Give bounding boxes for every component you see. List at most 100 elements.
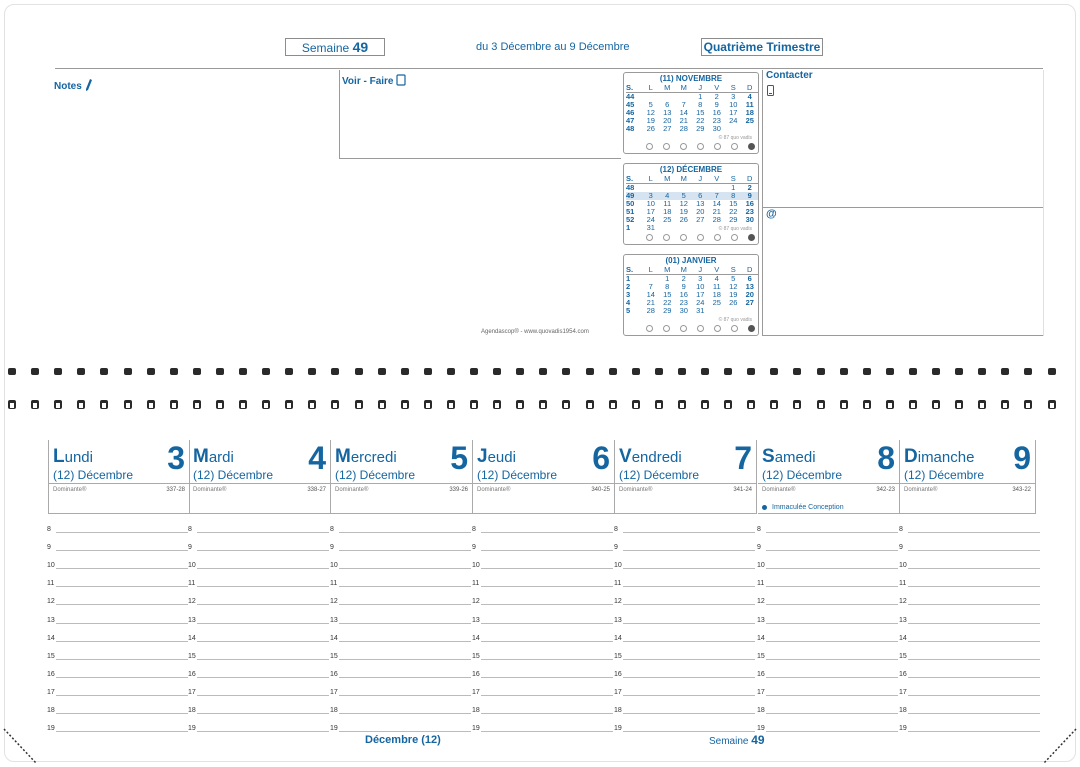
hour-line <box>481 586 613 588</box>
hour-line <box>481 568 613 570</box>
day-name-initial: V <box>619 446 632 467</box>
moon-icon <box>714 143 721 150</box>
hour-label: 19 <box>188 725 196 733</box>
hour-label: 12 <box>330 598 338 606</box>
mini-calendar-cell: 16 <box>679 290 688 299</box>
hour-line <box>56 568 188 570</box>
hour-line <box>766 568 898 570</box>
spiral-ring-top <box>54 368 63 375</box>
day-number: 3 <box>167 440 185 476</box>
moon-icon <box>646 325 653 332</box>
spiral-ring-top <box>562 368 571 375</box>
mini-calendar-head-cell: M <box>675 84 692 93</box>
mini-calendar-cell: 6 <box>665 100 670 109</box>
todo-left-border <box>339 70 340 158</box>
mini-calendar-head-cell: V <box>708 84 725 93</box>
mini-calendar-cell: 28 <box>679 124 688 133</box>
hour-label: 14 <box>188 634 196 642</box>
mini-calendar-head-cell: S <box>725 84 742 93</box>
corner-left <box>3 728 37 764</box>
hour-line <box>197 713 329 714</box>
mini-calendar-cell: 50 <box>626 199 635 208</box>
spiral-hole <box>448 403 453 408</box>
day-dominante: Dominante® <box>53 487 87 493</box>
mini-calendar-cell: 29 <box>729 215 738 224</box>
spiral-hole <box>656 403 661 408</box>
mini-calendar-cell: 15 <box>729 199 738 208</box>
day-code: 341-24 <box>733 487 752 493</box>
mini-calendar-head-cell: S. <box>626 266 643 275</box>
spiral-ring-top <box>770 368 779 375</box>
hour-label: 17 <box>188 688 196 696</box>
mini-calendar-cell: 46 <box>626 108 635 117</box>
spiral-ring-top <box>100 368 109 375</box>
mini-calendar-cell: 10 <box>646 199 655 208</box>
mini-calendar-cell: 13 <box>745 282 754 291</box>
hour-line <box>623 713 755 714</box>
mini-calendar-cell: 9 <box>681 282 686 291</box>
hour-label: 9 <box>188 544 192 552</box>
hour-line <box>908 532 1040 533</box>
spiral-ring-top <box>493 368 502 375</box>
moon-icon <box>714 234 721 241</box>
hour-line <box>908 568 1040 570</box>
day-name: Lundi <box>53 446 93 468</box>
contact-right-border <box>1043 70 1044 336</box>
hour-label: 15 <box>47 652 55 660</box>
contact-bottom-border <box>762 335 1043 336</box>
mini-calendar-cell: 17 <box>696 290 705 299</box>
hour-label: 16 <box>47 670 55 678</box>
hour-label: 8 <box>330 526 334 533</box>
spiral-hole <box>287 403 292 408</box>
hour-line <box>339 694 471 696</box>
hour-line <box>56 713 188 714</box>
hour-line <box>197 622 329 624</box>
mini-calendar-head-cell: S <box>725 175 742 184</box>
moon-icon <box>731 325 738 332</box>
spiral-ring-top <box>1024 368 1033 375</box>
footer-month: Décembre (12) <box>365 734 441 746</box>
week-number: 49 <box>352 39 369 55</box>
hour-line <box>623 676 755 678</box>
day-name-rest: undi <box>64 449 93 466</box>
mini-calendar-cell: 3 <box>731 92 736 101</box>
spiral-ring-top <box>978 368 987 375</box>
moon-icon <box>663 234 670 241</box>
mini-calendar-head-cell: D <box>741 84 758 93</box>
spiral-hole <box>10 403 14 408</box>
mini-calendar-cell: 27 <box>663 124 672 133</box>
mini-calendar-cell: 25 <box>712 298 721 307</box>
day-name-rest: eudi <box>487 449 516 466</box>
hour-label: 11 <box>757 580 765 588</box>
hour-line <box>197 676 329 678</box>
mini-calendar-cell: 27 <box>696 215 705 224</box>
mini-calendar-cell: 30 <box>745 215 754 224</box>
day-name: Dimanche <box>904 446 974 468</box>
day-month: (12) Décembre <box>904 468 985 482</box>
hour-line <box>56 676 188 678</box>
mini-calendar-head-cell: M <box>675 266 692 275</box>
hour-label: 16 <box>188 670 196 678</box>
todo-bottom-border <box>339 158 621 159</box>
moon-icon <box>680 325 687 332</box>
spiral-hole <box>726 403 731 408</box>
hour-label: 14 <box>47 634 55 642</box>
mini-calendar-cell: 16 <box>712 108 721 117</box>
day-separator <box>331 483 472 484</box>
spiral-ring-top <box>839 368 848 375</box>
planner-page <box>4 4 1076 762</box>
spiral-hole <box>425 403 430 408</box>
mini-calendar-cell: 44 <box>626 92 635 101</box>
contact-label: Contacter <box>766 70 813 81</box>
spiral-hole <box>957 403 962 408</box>
mini-calendar-cell: 1 <box>626 274 631 283</box>
day-name-initial: S <box>762 446 775 467</box>
hour-line <box>56 604 188 606</box>
hour-line <box>197 658 329 660</box>
day-code: 338-27 <box>307 487 326 493</box>
hour-label: 18 <box>614 707 622 714</box>
mini-calendar-cell: 27 <box>745 298 754 307</box>
